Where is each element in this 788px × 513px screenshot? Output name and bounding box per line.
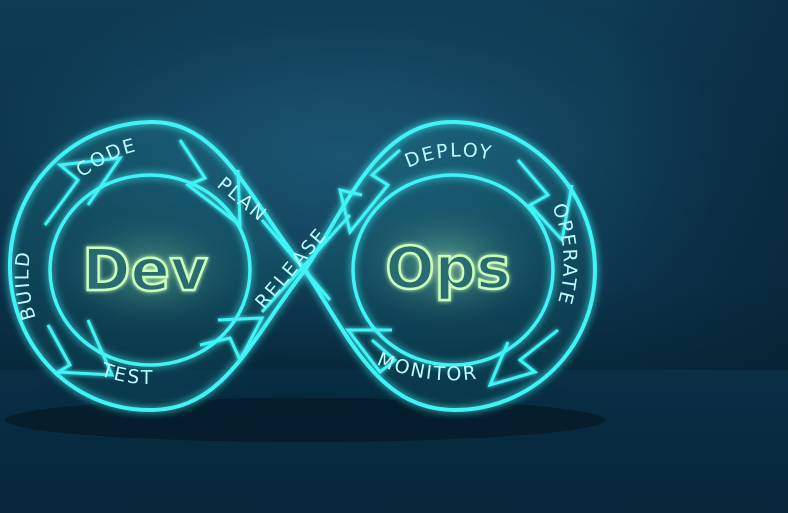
ops-title: Ops xyxy=(385,234,510,302)
loop-shadow xyxy=(5,398,605,442)
loop-band xyxy=(9,121,595,410)
arrow-dividers xyxy=(43,139,574,388)
dev-title: Dev xyxy=(82,236,207,304)
loop-outline xyxy=(7,119,598,413)
